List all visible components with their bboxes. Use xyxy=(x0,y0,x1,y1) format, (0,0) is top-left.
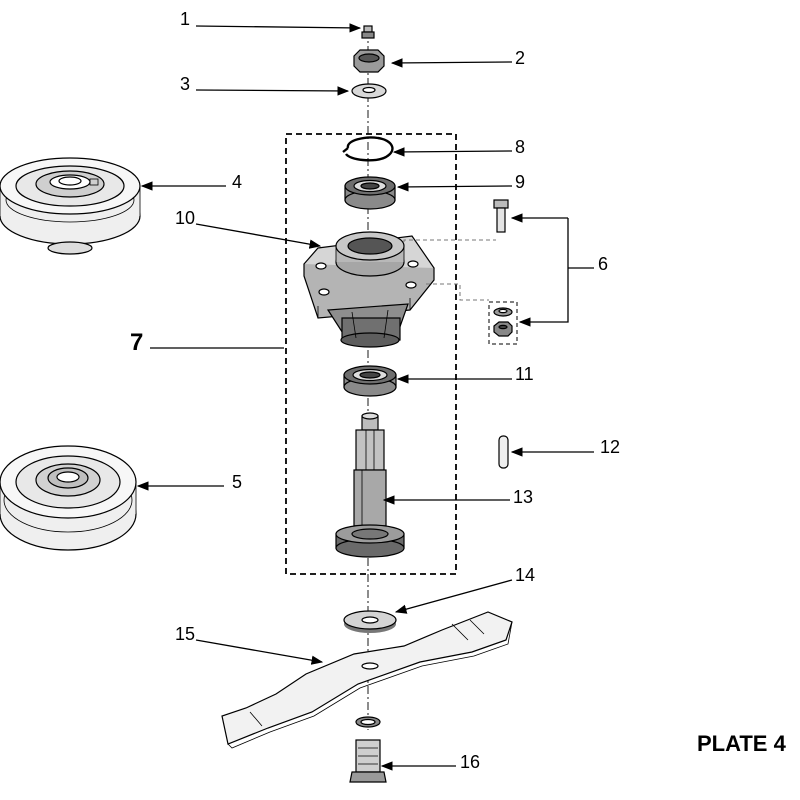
callout-12: 12 xyxy=(600,437,620,457)
plate-title: PLATE 4 xyxy=(697,731,787,756)
callout-13: 13 xyxy=(513,487,533,507)
callout-10: 10 xyxy=(175,208,195,228)
washer-top xyxy=(351,83,387,99)
pulley-upper xyxy=(0,157,141,255)
callout-14: 14 xyxy=(515,565,535,585)
housing-hardware xyxy=(403,199,518,345)
snap-ring xyxy=(345,136,394,162)
pulley-lower xyxy=(0,445,137,551)
callout-2: 2 xyxy=(515,48,525,68)
leader-lines xyxy=(136,23,594,771)
callout-6: 6 xyxy=(598,254,608,274)
blade-bolt xyxy=(349,716,387,783)
key-pin xyxy=(498,435,509,469)
callout-8: 8 xyxy=(515,137,525,157)
callout-numbers: 1 2 3 4 5 6 7 8 9 10 11 12 13 14 15 16 xyxy=(130,9,620,772)
spindle-assembly-box xyxy=(285,133,457,575)
callout-11: 11 xyxy=(515,364,534,384)
callout-3: 3 xyxy=(180,74,190,94)
grease-fitting xyxy=(361,25,375,39)
callout-7: 7 xyxy=(130,329,143,356)
callout-15: 15 xyxy=(175,624,195,644)
spindle-housing xyxy=(303,231,435,348)
spindle-shaft xyxy=(335,412,405,558)
blade-washer xyxy=(343,610,397,633)
callout-4: 4 xyxy=(232,172,242,192)
bearing-upper xyxy=(344,176,396,210)
callout-5: 5 xyxy=(232,472,242,492)
mower-blade xyxy=(221,611,513,749)
callout-16: 16 xyxy=(460,752,480,772)
bearing-lower xyxy=(343,365,397,397)
callout-9: 9 xyxy=(515,172,525,192)
lock-nut xyxy=(353,49,385,73)
callout-1: 1 xyxy=(180,9,190,29)
